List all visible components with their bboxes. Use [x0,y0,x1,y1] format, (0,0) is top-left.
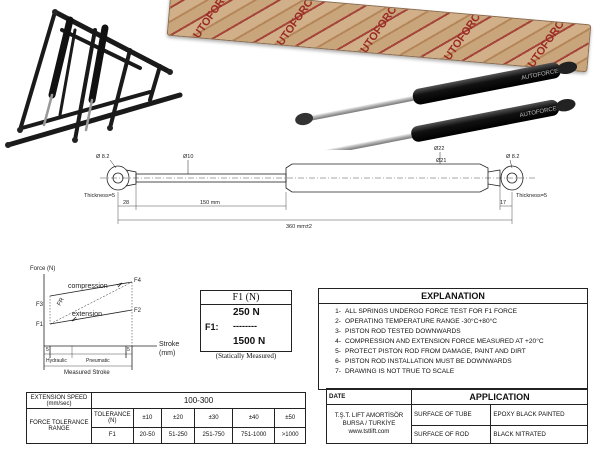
explanation-item: 6-PISTON ROD INSTALLATION MUST BE DOWNWA… [335,358,512,365]
tolerance-cell: ±10 [132,408,163,428]
tolerance-label: FORCE TOLERANCE RANGE [26,408,92,444]
tolerance-header: TOLERANCE (N) [91,408,134,428]
surface-tube-label: SURFACE OF TUBE [410,404,492,426]
dim-label: Ø22 [434,146,444,152]
brand-text: AUTOFORCE [354,0,404,62]
stroke-unit: (mm) [159,350,175,357]
extension-label: extension [72,311,102,318]
f1-force-box: F1 (N) 250 N F1: -------- 1500 N [200,290,292,352]
range-cell: 51-250 [161,426,196,445]
f1-min: 250 N [233,307,260,318]
dim-label: Ø21 [436,158,446,164]
dim-label: Ø 8.2 [506,154,519,160]
brand-text: AUTOFORCE [270,0,321,55]
force-label: FR [57,296,67,307]
tick-label: 5 [46,347,49,353]
range-cell: 20-50 [132,426,163,445]
tolerance-cell: ±30 [194,408,233,428]
force-label: F2 [134,308,142,314]
pneumatic-label: Pneumatic [86,358,110,364]
dim-label: Ø10 [183,154,193,160]
force-label: F1 [36,322,44,328]
f1-title: F1 (N) [201,291,291,305]
tolerance-cell: ±50 [274,408,306,428]
explanation-item: 7-DRAWING IS NOT TRUE TO SCALE [335,368,455,375]
dim-label: Ø 8.2 [96,154,109,160]
surface-tube-value: EPOXY BLACK PAINTED [490,404,588,426]
force-label: F3 [36,302,44,308]
force-label: F4 [134,278,142,284]
title-block: DATE APPLICATION T.Ş.T. LIFT AMORTİSÖR B… [326,387,588,445]
company-name: T.Ş.T. LIFT AMORTİSÖR [334,412,404,420]
speed-label: EXTENSION SPEED (mm/sec) [26,391,92,410]
measured-stroke-label: Measured Stroke [64,370,110,376]
tick-label: 5 [127,347,130,353]
speed-value: 100-300 [91,391,306,410]
company-location: BURSA / TURKİYE [342,420,396,428]
force-stroke-diagram: Force (N) compression extension F3 F1 F4… [30,266,179,376]
tolerance-cell: ±20 [161,408,196,428]
dim-label: 28 [123,200,129,206]
dim-label: 150 mm [200,200,220,206]
explanation-title: EXPLANATION [319,289,587,304]
explanation-item: 5-PROTECT PISTON ROD FROM DAMAGE, PAINT … [335,348,526,355]
brand-text: AUTOFORCE [186,0,237,48]
dim-label: 17 [500,200,506,206]
date-label: DATE [326,387,412,406]
spec-table: EXTENSION SPEED (mm/sec) 100-300 FORCE T… [26,391,306,445]
explanation-box: EXPLANATION 1-ALL SPRINGS UNDERGO FORCE … [318,288,588,390]
surface-rod-value: BLACK NITRATED [490,424,588,445]
bed-lift-mechanism-photo [5,9,183,148]
dim-label: Thickness=5 [516,193,547,199]
chart-ylabel: Force (N) [30,266,55,272]
range-cell: 751-1000 [231,426,276,445]
stroke-label: Stroke [159,341,179,348]
explanation-list: 1-ALL SPRINGS UNDERGO FORCE TEST FOR F1 … [319,304,587,377]
compression-label: compression [68,283,108,290]
dim-label: 360 mm±2 [286,224,312,230]
application-label: APPLICATION [411,387,588,406]
gas-springs-photo: AUTOFORCE AUTOFORCE [295,61,578,150]
explanation-item: 3-PISTON ROD TESTED DOWNWARDS [335,328,461,335]
range-cell: 251-750 [194,426,233,445]
gas-spring-drawing: Ø 8.2 Ø10 Ø22 Ø21 Ø 8.2 Thickness=5 Thic… [84,146,547,230]
f1-dashes: -------- [233,321,257,331]
f1-label: F1: [205,322,219,332]
f1-note: (Statically Measured) [215,352,277,360]
f1-max: 1500 N [233,336,266,347]
hydraulic-label: Hydraulic [46,358,67,364]
tolerance-row-label: F1 [91,426,134,445]
company-website: www.tstlift.com [348,428,390,436]
tolerance-cell: ±40 [231,408,276,428]
explanation-item: 1-ALL SPRINGS UNDERGO FORCE TEST FOR F1 … [335,308,518,315]
range-cell: >1000 [274,426,306,445]
surface-rod-label: SURFACE OF ROD [410,424,492,445]
explanation-item: 2-OPERATING TEMPERATURE RANGE -30°C+80°C [335,318,498,325]
explanation-item: 4-COMPRESSION AND EXTENSION FORCE MEASUR… [335,338,544,345]
company-info: T.Ş.T. LIFT AMORTİSÖR BURSA / TURKİYE ww… [326,404,412,444]
dim-label: Thickness=5 [84,193,115,199]
